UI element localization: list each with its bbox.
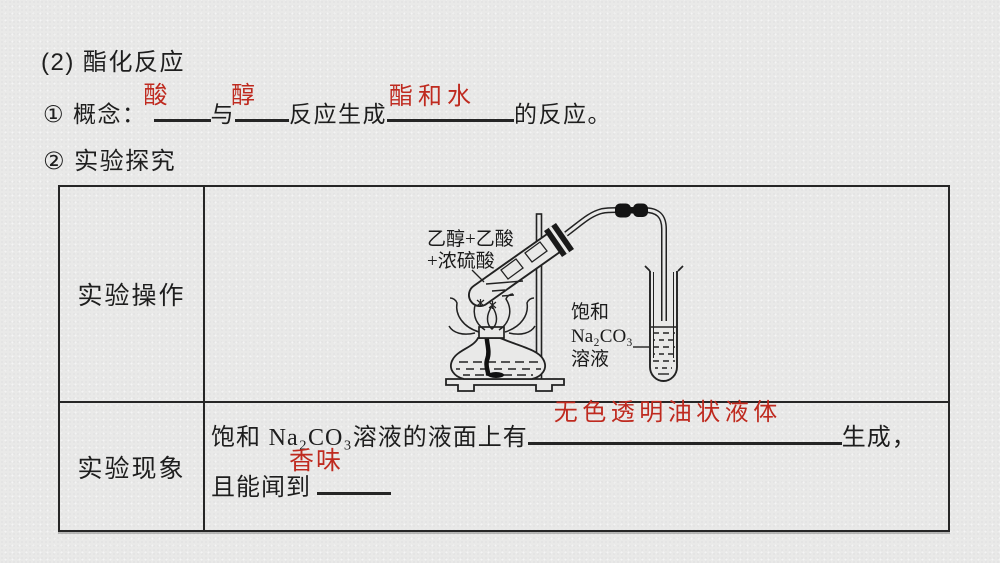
reaction-tube-outline [468,227,569,307]
answer-ester-water: 酯和水 [389,83,477,111]
clamp [500,241,548,280]
boiling-stones [476,299,497,309]
reaction-liquid [485,280,524,297]
blank-3: 酯和水 [387,83,515,123]
collection-tube-rim [644,265,684,272]
collection-test-tube [644,265,684,382]
na2co3-formula: Na₂CO₃ [268,425,353,451]
lamp-body [450,337,546,380]
reaction-test-tube [468,223,574,309]
phenomenon-suffix: 生成， [841,424,917,451]
reactant-label-line2: +浓硫酸 [427,250,495,272]
section-title: (2) 酯化反应 [41,49,185,76]
alcohol-lamp [450,326,546,380]
phenomenon-line-1: 饱和 Na₂CO₃溶液的液面上有无色透明油状液体生成， [211,399,940,463]
phenomenon-line-2: 且能闻到香味 [211,447,940,513]
phenomenon-pre: 饱和 [211,424,269,451]
apparatus-diagram: 乙醇+乙酸 +浓硫酸 饱和 Na₂CO₃ 溶液 [427,203,684,392]
rubber-connectors [615,203,648,218]
delivery-tube [564,207,667,321]
phenomenon-post: 溶液的液面上有 [352,424,528,451]
solution-label-formula: Na₂CO₃ [571,326,633,347]
answer-fragrance: 香味 [289,447,344,475]
reactant-label-line1: 乙醇+乙酸 [427,228,514,250]
concept-line: ① 概念：酸与醇反应生成酯和水的反应。 [43,82,613,129]
blank-phenomenon-2: 香味 [289,447,391,495]
answer-alcohol: 醇 [231,82,258,110]
solution-label-line3: 溶液 [571,348,609,370]
solution-label-line1: 饱和 [571,301,609,323]
collection-tube-inner-walls [653,272,674,358]
experiment-heading: ② 实验探究 [43,148,177,175]
answer-acid: 酸 [143,82,170,110]
concept-conj: 与 [210,101,236,128]
lamp-wick [484,330,491,377]
na2co3-liquid [651,326,676,375]
wick-holder [478,326,505,339]
collection-tube-outline [649,271,678,382]
iron-stand [445,213,565,392]
answer-oily-liquid: 无色透明油状液体 [553,399,782,426]
row-phenomenon-content: 饱和 Na₂CO₃溶液的液面上有无色透明油状液体生成， 且能闻到香味 [205,399,948,530]
stand-base [445,378,565,392]
reactant-leader-line [471,269,485,283]
blank-1: 酸 [144,82,211,123]
stopper [544,223,574,257]
blank-phenomenon-1: 无色透明油状液体 [527,399,842,445]
concept-prefix: ① 概念： [43,101,147,128]
diagram-labels: 乙醇+乙酸 +浓硫酸 饱和 Na₂CO₃ 溶液 [427,228,649,370]
row-phenomenon-label: 实验现象 [60,403,205,530]
row-operation-label: 实验操作 [60,187,205,403]
blank-2: 醇 [231,82,290,123]
phenomenon-line2-pre: 且能闻到 [211,474,311,501]
wick-base-blob [488,372,504,378]
concept-suffix: 的反应。 [514,101,613,128]
concept-middle: 反应生成 [289,101,388,128]
row-operation-content [205,187,948,403]
experiment-table: 实验操作 实验现象 饱和 Na₂CO₃溶液的液面上有无色透明油状液体生成， 且能… [58,185,950,532]
